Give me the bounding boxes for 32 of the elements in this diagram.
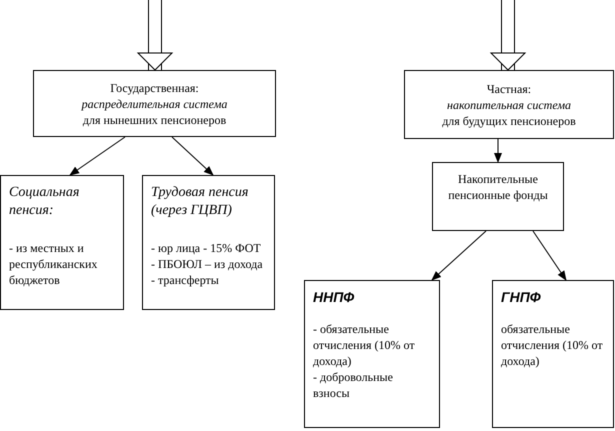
box-heading: Трудовая пенсия (через ГЦВП)	[151, 184, 250, 220]
text-box	[404, 70, 614, 139]
box-text: для будущих пенсионеров	[441, 112, 577, 128]
box-text: - добровольные взносы	[313, 369, 394, 401]
box-text: - обязательные отчисления (10% от дохода)	[313, 321, 416, 369]
box-text: - ПБОЮЛ – из дохода	[151, 256, 264, 272]
block-arrow	[138, 0, 172, 70]
text-box	[432, 162, 564, 231]
arrow	[69, 136, 126, 176]
box-heading: Социальная пенсия:	[9, 184, 80, 220]
arrow	[172, 136, 214, 176]
arrow	[431, 230, 486, 281]
text-box	[492, 280, 614, 428]
box-text: обязательные отчисления (10% от дохода)	[501, 321, 604, 369]
arrow	[494, 138, 502, 163]
box-heading: ГНПФ	[501, 289, 542, 305]
box-heading: ННПФ	[313, 289, 356, 305]
box-text: для нынешних пенсионеров	[82, 112, 228, 128]
arrow	[532, 230, 567, 281]
box-heading: Частная:	[486, 80, 532, 96]
text-box	[142, 175, 275, 310]
box-heading: Накопительные пенсионные фонды	[447, 171, 549, 203]
block-arrow	[490, 0, 526, 70]
box-text: распределительная система	[80, 96, 228, 112]
box-text: - из местных и республиканских бюджетов	[9, 240, 98, 288]
text-box	[304, 280, 440, 428]
box-text: - трансферты	[151, 272, 220, 288]
text-box	[0, 175, 124, 310]
box-text: - юр лица - 15% ФОТ	[151, 240, 262, 256]
box-heading: Государственная:	[109, 80, 200, 96]
box-text: накопительная система	[446, 96, 572, 112]
text-box	[33, 70, 276, 137]
